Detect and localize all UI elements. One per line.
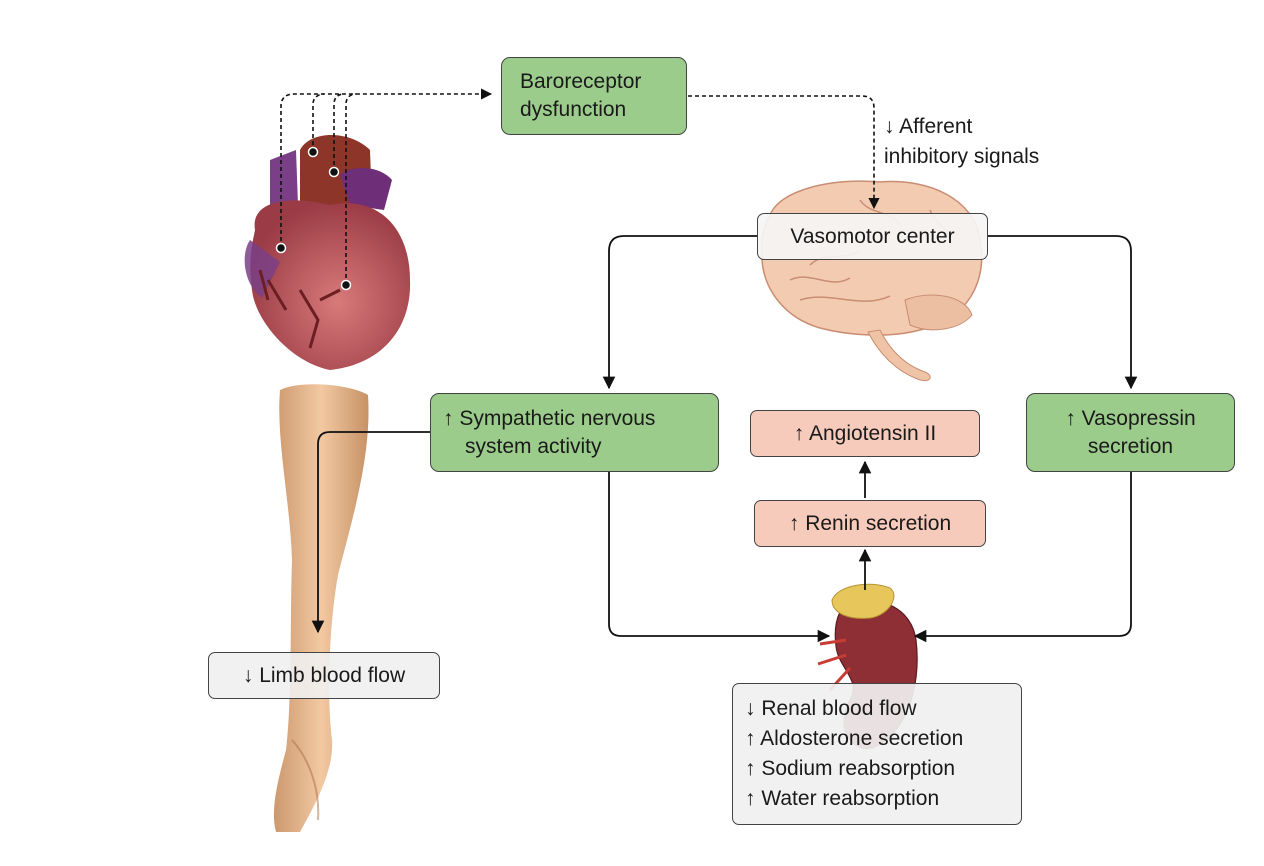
leg-illustration [273,384,369,832]
brain-illustration [760,180,983,382]
baroreceptor-line2: dysfunction [520,98,627,121]
vasopressin-box: ↑ Vasopressin secretion [1026,393,1235,472]
vasopressin-line1: ↑ Vasopressin [1065,406,1196,430]
vasomotor-label: Vasomotor center [790,224,955,248]
renal-item: ↓ Renal blood flow [745,697,917,720]
vasomotor-center-box: Vasomotor center [757,213,988,260]
limb-label: ↓ Limb blood flow [242,663,406,687]
renal-item: ↑ Aldosterone secretion [745,727,964,750]
renal-item: ↑ Water reabsorption [745,787,940,810]
sympathetic-activity-box: ↑ Sympathetic nervous system activity [430,393,719,472]
sympathetic-line1: ↑ Sympathetic nervous [443,406,656,430]
baroreceptor-line1: Baroreceptor [520,70,642,93]
baroreceptor-dysfunction-box: Baroreceptor dysfunction [501,57,687,135]
receptor-dots [275,146,352,291]
limb-blood-flow-box: ↓ Limb blood flow [208,652,440,699]
renin-secretion-box: ↑ Renin secretion [754,500,986,547]
dashed-baroreceptor-links [280,88,880,285]
flow-arrows [311,235,1138,643]
angiotensin-label: ↑ Angiotensin II [793,421,937,445]
renal-effects-box: ↓ Renal blood flow ↑ Aldosterone secreti… [732,683,1022,825]
afferent-signals-label: ↓ Afferent inhibitory signals [884,112,1039,172]
heart-illustration [244,135,411,370]
renin-label: ↑ Renin secretion [788,511,952,535]
afferent-line2: inhibitory signals [884,145,1040,168]
afferent-line1: ↓ Afferent [884,115,973,138]
vasopressin-line2: secretion [1087,434,1174,458]
renal-item: ↑ Sodium reabsorption [745,757,956,780]
sympathetic-line2: system activity [465,434,602,458]
angiotensin-box: ↑ Angiotensin II [750,410,980,457]
